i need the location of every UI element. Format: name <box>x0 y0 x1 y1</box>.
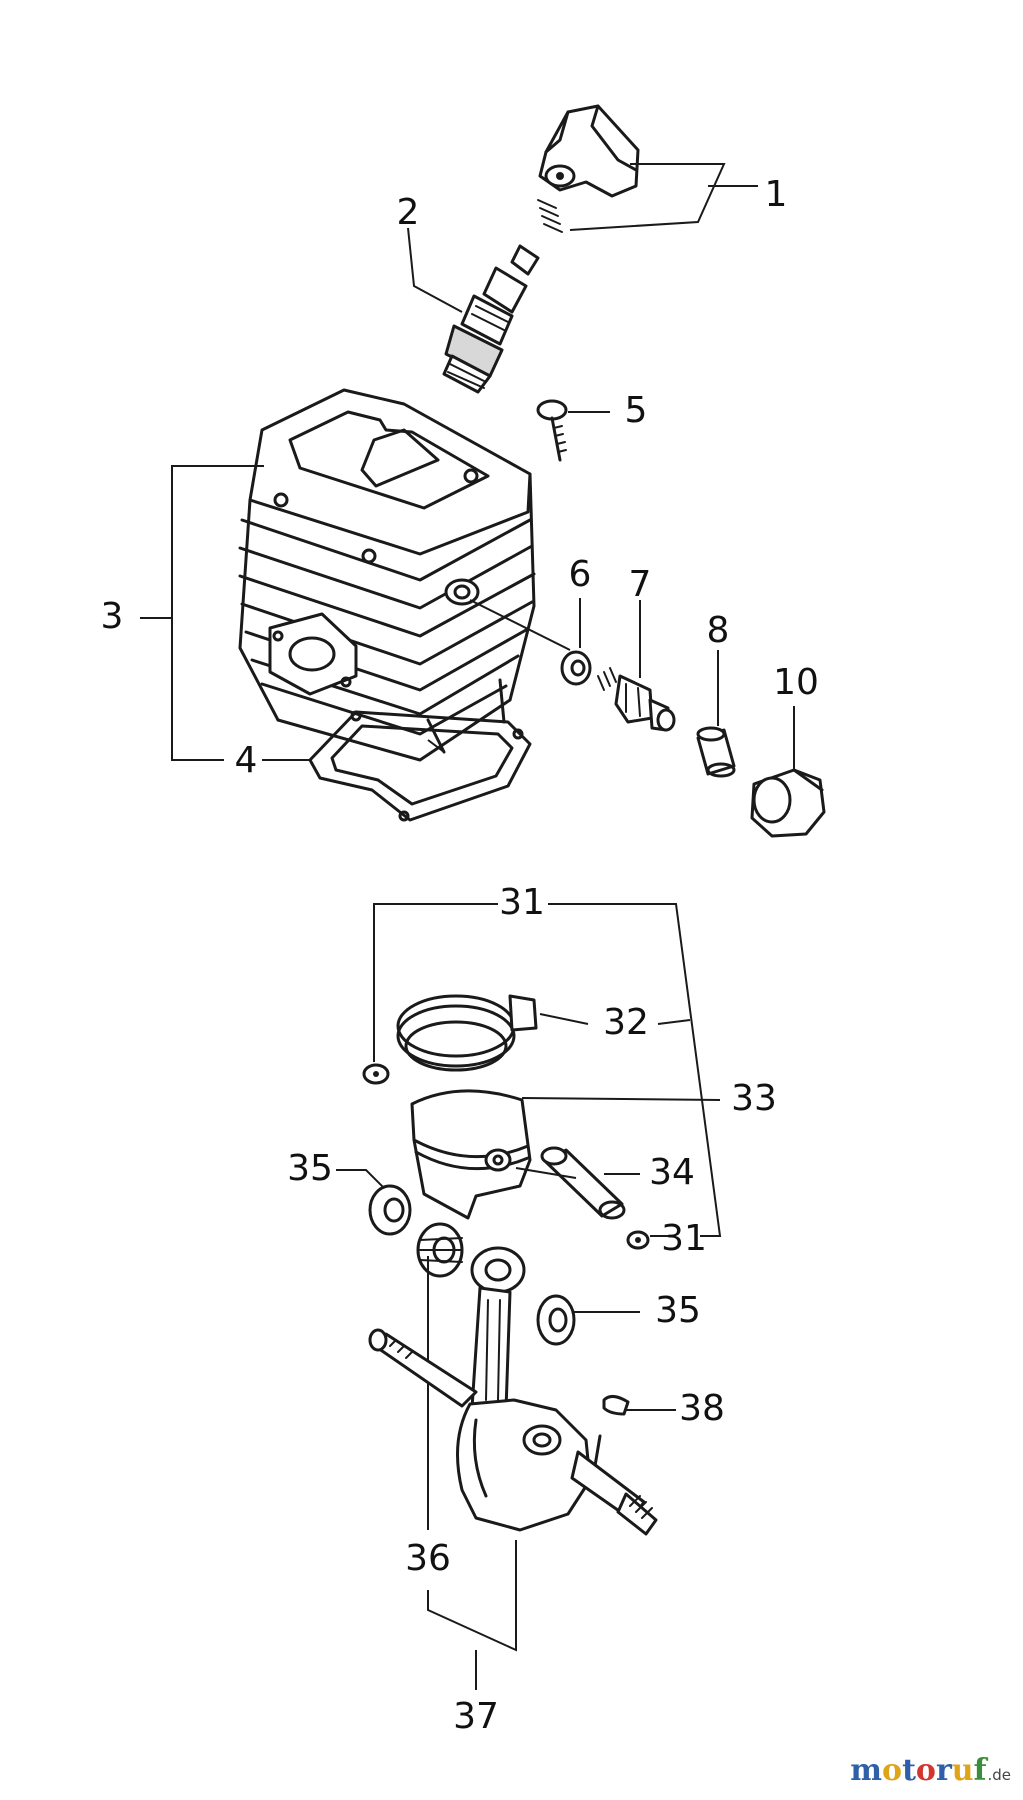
callout-38: 38 <box>679 1388 725 1429</box>
sealing-washer <box>560 650 592 686</box>
woodruff-key <box>602 1395 630 1416</box>
leader-decomp-axis <box>469 599 571 651</box>
spark-plug-cap <box>538 104 640 198</box>
callout-6: 6 <box>569 554 592 595</box>
piston-rings <box>396 994 538 1072</box>
callout-33: 33 <box>731 1078 777 1119</box>
leader-2 <box>407 227 463 313</box>
leader-37 <box>427 1540 517 1690</box>
leader-35-left <box>336 1169 385 1189</box>
logo-letter: f <box>973 1753 987 1788</box>
callout-4: 4 <box>235 740 258 781</box>
callout-8: 8 <box>707 610 730 651</box>
callout-31-top: 31 <box>499 882 545 923</box>
valve-cover-cap <box>750 768 826 838</box>
valve-bushing <box>696 726 736 778</box>
callout-2: 2 <box>397 192 420 233</box>
crankshaft-assembly <box>368 1246 658 1536</box>
motoruf-logo: motoruf.de <box>850 1753 1011 1788</box>
cylinder <box>238 388 536 762</box>
leader-32 <box>539 1013 691 1025</box>
callout-35-right: 35 <box>655 1290 701 1331</box>
callout-3: 3 <box>101 596 124 637</box>
callout-7: 7 <box>629 564 652 605</box>
leader-3 <box>140 465 264 761</box>
logo-letter: o <box>915 1753 936 1788</box>
callout-10: 10 <box>773 662 819 703</box>
washer-35-right <box>536 1294 576 1346</box>
piston-pin <box>540 1146 626 1220</box>
logo-letter: u <box>951 1753 974 1788</box>
callout-32: 32 <box>603 1002 649 1043</box>
piston <box>410 1089 532 1220</box>
callout-35-left: 35 <box>287 1148 333 1189</box>
leader-33 <box>521 1097 721 1101</box>
cap-spring <box>537 199 563 233</box>
circlip-31-left <box>362 1063 390 1085</box>
callout-5: 5 <box>625 390 648 431</box>
callout-1: 1 <box>765 174 788 215</box>
callout-37: 37 <box>453 1696 499 1737</box>
needle-bearing <box>416 1222 464 1278</box>
logo-letter: t <box>902 1753 916 1788</box>
logo-letter: r <box>935 1753 952 1788</box>
bearing-35-left <box>368 1184 412 1236</box>
decompression-valve <box>597 667 676 732</box>
leader-4 <box>262 739 445 761</box>
logo-letter: o <box>882 1753 903 1788</box>
cylinder-gasket <box>308 710 532 822</box>
leader-34 <box>515 1167 640 1179</box>
cylinder-bolt <box>536 399 568 462</box>
callout-36: 36 <box>405 1538 451 1579</box>
callout-31-bottom: 31 <box>661 1218 707 1259</box>
circlip-31-right <box>626 1230 650 1250</box>
leader-31 <box>373 903 722 1237</box>
leader-1 <box>569 163 758 231</box>
callout-34: 34 <box>649 1152 695 1193</box>
spark-plug <box>442 244 540 394</box>
logo-domain: .de <box>987 1766 1011 1784</box>
logo-letter: m <box>850 1753 883 1788</box>
